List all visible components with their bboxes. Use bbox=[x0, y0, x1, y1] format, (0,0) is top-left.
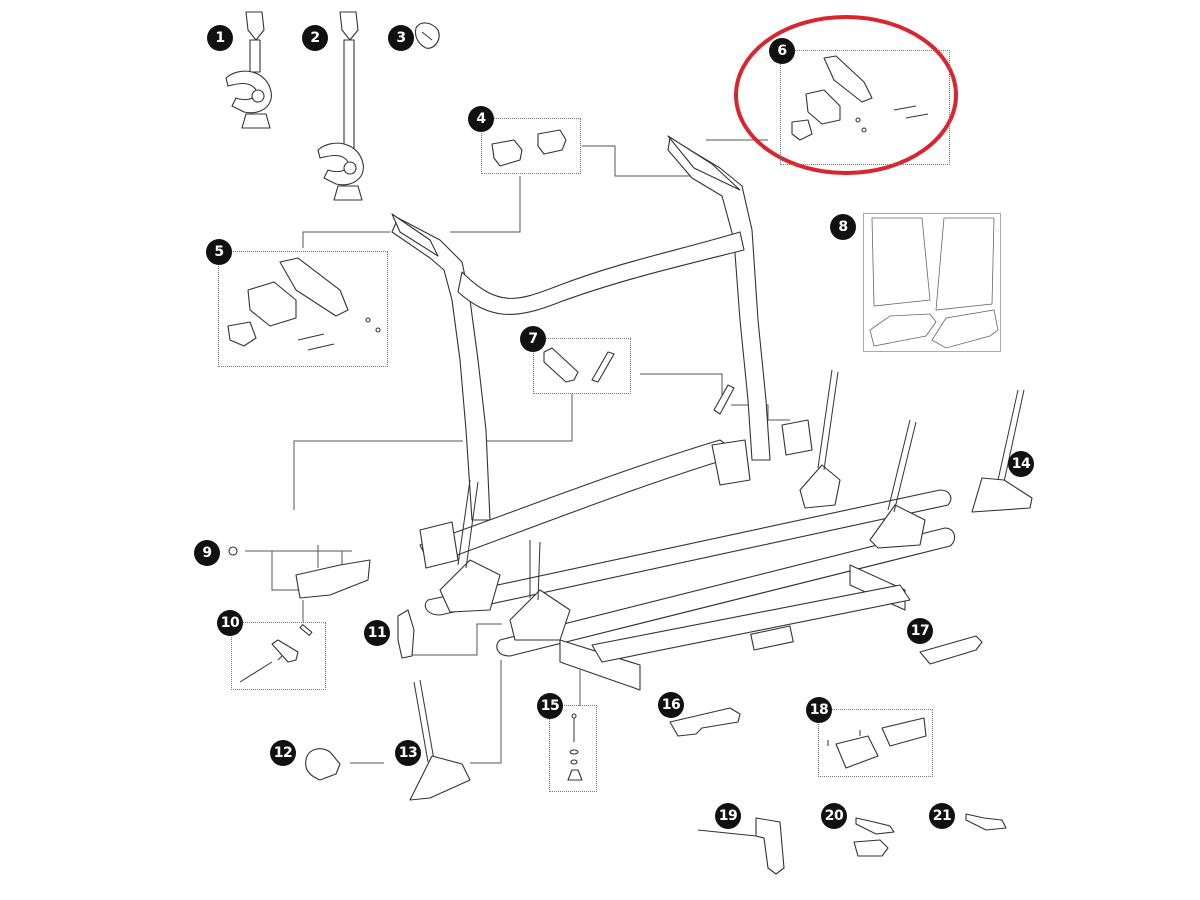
callout-5[interactable]: 5 bbox=[206, 239, 232, 265]
part-15-drawing bbox=[567, 713, 583, 781]
kit-box-8 bbox=[863, 213, 1001, 352]
callout-14[interactable]: 14 bbox=[1008, 451, 1034, 477]
callout-3[interactable]: 3 bbox=[388, 25, 414, 51]
leader-13 bbox=[470, 660, 502, 764]
callout-9[interactable]: 9 bbox=[194, 540, 220, 566]
part-3-drawing bbox=[414, 22, 440, 49]
part-10-drawing bbox=[239, 624, 313, 683]
leader-11 bbox=[412, 623, 502, 656]
kit-box-15 bbox=[549, 705, 597, 792]
part-4-drawing bbox=[491, 129, 567, 167]
callout-8[interactable]: 8 bbox=[830, 214, 856, 240]
callout-12[interactable]: 12 bbox=[270, 740, 296, 766]
callout-17[interactable]: 17 bbox=[907, 618, 933, 644]
leader-7-down bbox=[480, 394, 573, 442]
part-9-drawing bbox=[228, 546, 238, 556]
leader-7-left bbox=[293, 440, 463, 510]
part-8-drawing bbox=[869, 217, 999, 349]
kit-box-18 bbox=[818, 709, 933, 777]
part-17-drawing bbox=[919, 635, 983, 665]
callout-11[interactable]: 11 bbox=[364, 620, 390, 646]
callout-21[interactable]: 21 bbox=[929, 803, 955, 829]
leader-9-a bbox=[271, 551, 300, 591]
callout-16[interactable]: 16 bbox=[658, 692, 684, 718]
part-14-drawing bbox=[971, 389, 1033, 513]
callout-13[interactable]: 13 bbox=[395, 740, 421, 766]
callout-10[interactable]: 10 bbox=[217, 610, 243, 636]
kit-box-4 bbox=[481, 118, 581, 174]
leader-lines bbox=[245, 139, 790, 764]
part-18-drawing bbox=[827, 717, 927, 769]
callout-18[interactable]: 18 bbox=[806, 697, 832, 723]
kit-box-10 bbox=[231, 622, 326, 690]
kit-box-7 bbox=[533, 338, 631, 394]
callout-15[interactable]: 15 bbox=[537, 693, 563, 719]
callout-20[interactable]: 20 bbox=[821, 803, 847, 829]
part-12-drawing bbox=[305, 748, 341, 781]
part-2-drawing bbox=[317, 11, 364, 201]
part-5-drawing bbox=[227, 257, 381, 351]
kit-box-6 bbox=[780, 50, 950, 165]
callout-2[interactable]: 2 bbox=[302, 25, 328, 51]
rack-frame bbox=[295, 135, 956, 691]
part-21-drawing bbox=[965, 813, 1007, 831]
callout-4[interactable]: 4 bbox=[468, 106, 494, 132]
highlight-ellipse bbox=[734, 15, 958, 175]
callout-6[interactable]: 6 bbox=[769, 38, 795, 64]
part-20-drawing bbox=[853, 817, 895, 857]
part-19-drawing bbox=[697, 817, 785, 875]
callout-7[interactable]: 7 bbox=[520, 326, 546, 352]
part-11-drawing bbox=[397, 609, 415, 659]
leader-5 bbox=[302, 231, 390, 248]
callout-19[interactable]: 19 bbox=[715, 803, 741, 829]
leader-7-right bbox=[640, 373, 723, 395]
kit-box-5 bbox=[218, 251, 388, 367]
leader-4-right bbox=[582, 145, 698, 177]
leader-4-left bbox=[450, 176, 521, 233]
part-6-drawing bbox=[791, 55, 929, 141]
part-7-drawing bbox=[543, 347, 615, 383]
callout-1[interactable]: 1 bbox=[207, 25, 233, 51]
part-13-drawing bbox=[409, 679, 471, 801]
part-16-drawing bbox=[669, 707, 741, 737]
part-1-drawing bbox=[225, 11, 272, 129]
